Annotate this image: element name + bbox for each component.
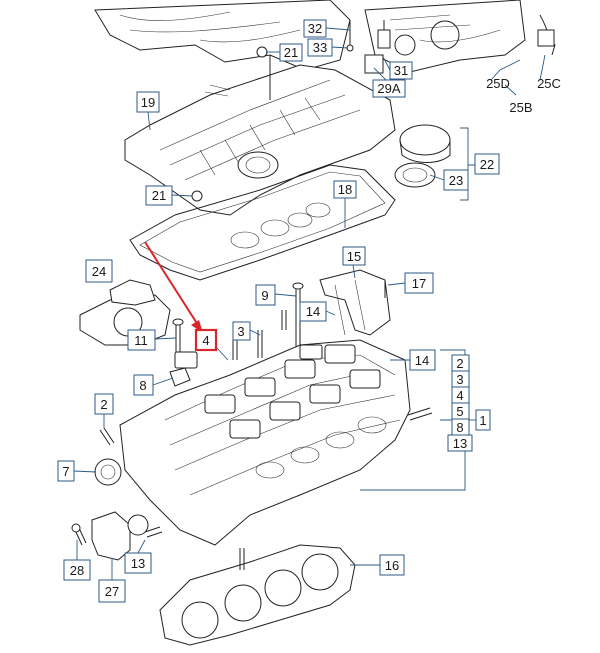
svg-text:2: 2 xyxy=(100,397,107,412)
part-label-11[interactable]: 11 xyxy=(127,329,156,351)
svg-text:13: 13 xyxy=(453,436,467,451)
group-label-3[interactable]: 3 xyxy=(451,370,470,388)
svg-text:31: 31 xyxy=(394,63,408,78)
part-label-27[interactable]: 27 xyxy=(98,579,126,603)
part-label-14-upper[interactable]: 14 xyxy=(299,301,327,322)
group-label-5[interactable]: 5 xyxy=(451,402,470,420)
svg-text:8: 8 xyxy=(139,378,146,393)
part-label-18[interactable]: 18 xyxy=(333,180,357,199)
svg-text:9: 9 xyxy=(261,288,268,303)
svg-text:23: 23 xyxy=(449,173,463,188)
part-label-24[interactable]: 24 xyxy=(85,259,113,283)
part-label-21-top[interactable]: 21 xyxy=(279,43,303,62)
part-group-stack: 2 3 4 5 8 13 1 xyxy=(447,354,491,452)
svg-text:19: 19 xyxy=(141,95,155,110)
camshaft-cap-24-drawing xyxy=(79,279,171,346)
svg-text:14: 14 xyxy=(306,304,320,319)
part-label-33[interactable]: 33 xyxy=(307,38,333,57)
svg-text:15: 15 xyxy=(347,249,361,264)
svg-text:22: 22 xyxy=(480,157,494,172)
part-label-9[interactable]: 9 xyxy=(255,284,276,306)
part-label-2-left[interactable]: 2 xyxy=(94,393,114,415)
svg-text:7: 7 xyxy=(62,464,69,479)
svg-text:21: 21 xyxy=(152,188,166,203)
svg-text:27: 27 xyxy=(105,584,119,599)
group-label-13[interactable]: 13 xyxy=(447,434,473,452)
svg-text:11: 11 xyxy=(134,333,148,348)
oil-filler-cap-drawing xyxy=(394,124,451,188)
svg-text:24: 24 xyxy=(92,264,106,279)
head-gasket-16-drawing xyxy=(159,544,356,646)
svg-text:1: 1 xyxy=(479,413,486,428)
part-label-28[interactable]: 28 xyxy=(63,559,91,581)
svg-text:25B: 25B xyxy=(509,100,532,115)
part-label-17[interactable]: 17 xyxy=(404,272,434,294)
svg-text:13: 13 xyxy=(131,556,145,571)
part-label-3-upper[interactable]: 3 xyxy=(232,321,251,341)
cover-hardware-drawing xyxy=(256,20,391,74)
svg-text:14: 14 xyxy=(415,353,429,368)
part-label-21-left[interactable]: 21 xyxy=(145,185,173,206)
cylinder-head-drawing xyxy=(119,339,411,546)
valve-cover-gasket-drawing xyxy=(129,164,396,281)
svg-text:3: 3 xyxy=(456,372,463,387)
part-label-16[interactable]: 16 xyxy=(379,554,405,576)
part-label-29a[interactable]: 29A xyxy=(372,79,406,98)
part-label-19[interactable]: 19 xyxy=(136,91,160,113)
part-label-4-highlighted[interactable]: 4 xyxy=(194,328,218,352)
part-label-7[interactable]: 7 xyxy=(57,460,75,482)
part-label-13-bottom[interactable]: 13 xyxy=(124,552,152,574)
svg-text:21: 21 xyxy=(284,45,298,60)
part-label-14-lower[interactable]: 14 xyxy=(409,349,436,371)
svg-text:32: 32 xyxy=(308,21,322,36)
part-label-25b: 25B xyxy=(509,100,532,115)
svg-text:3: 3 xyxy=(237,324,244,339)
bracket-15-drawing xyxy=(319,269,391,336)
svg-text:2: 2 xyxy=(456,356,463,371)
group-label-4[interactable]: 4 xyxy=(451,386,470,404)
svg-text:5: 5 xyxy=(456,404,463,419)
group-label-8[interactable]: 8 xyxy=(451,418,470,436)
svg-text:18: 18 xyxy=(338,182,352,197)
svg-text:29A: 29A xyxy=(377,81,400,96)
svg-text:33: 33 xyxy=(313,40,327,55)
part-label-22[interactable]: 22 xyxy=(474,153,500,175)
svg-text:28: 28 xyxy=(70,563,84,578)
svg-text:17: 17 xyxy=(412,276,426,291)
part-label-25d: 25D xyxy=(486,76,510,91)
bracket-25-drawing xyxy=(537,14,556,56)
part-label-15[interactable]: 15 xyxy=(342,246,366,266)
svg-text:4: 4 xyxy=(202,333,209,348)
part-label-32[interactable]: 32 xyxy=(303,19,327,38)
part-label-23[interactable]: 23 xyxy=(443,169,469,191)
svg-text:16: 16 xyxy=(385,558,399,573)
oil-seal-7-drawing xyxy=(94,458,122,486)
svg-text:8: 8 xyxy=(456,420,463,435)
svg-text:25C: 25C xyxy=(537,76,561,91)
part-label-31[interactable]: 31 xyxy=(389,61,413,80)
group-label-1[interactable]: 1 xyxy=(475,409,491,431)
cover-27-drawing xyxy=(71,511,163,561)
group-label-2[interactable]: 2 xyxy=(451,354,470,372)
part-label-25c: 25C xyxy=(537,76,561,91)
svg-text:4: 4 xyxy=(456,388,463,403)
svg-text:25D: 25D xyxy=(486,76,510,91)
part-label-8[interactable]: 8 xyxy=(133,374,154,396)
